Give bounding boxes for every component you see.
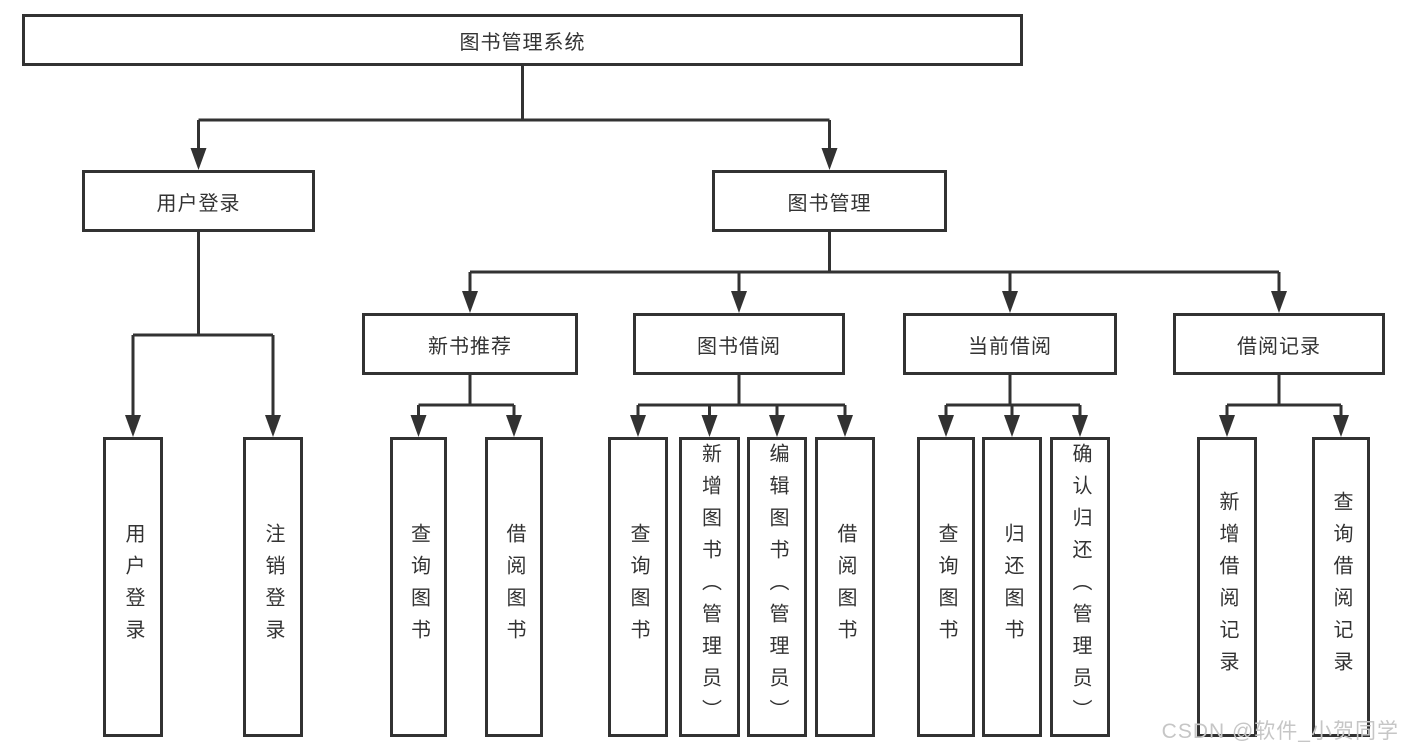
leaf-borrow-books-recommend: 借阅图书 — [485, 437, 543, 737]
node-user-login: 用户登录 — [82, 170, 315, 232]
node-label: 新增图书（管理员） — [698, 443, 721, 731]
leaf-user-login: 用户登录 — [103, 437, 163, 737]
node-current-borrow: 当前借阅 — [903, 313, 1117, 375]
watermark: CSDN @软件_小贺同学 — [1161, 720, 1399, 743]
arrowheads — [125, 148, 1349, 437]
node-label: 新增借阅记录 — [1216, 491, 1238, 683]
leaf-query-books-borrow: 查询图书 — [608, 437, 668, 737]
leaf-query-borrow-record: 查询借阅记录 — [1312, 437, 1370, 737]
node-label: 借阅记录 — [1237, 335, 1321, 358]
node-label: 借阅图书 — [834, 523, 856, 651]
node-label: 查询借阅记录 — [1330, 491, 1352, 683]
leaf-edit-books-admin: 编辑图书（管理员） — [747, 437, 807, 737]
node-label: 查询图书 — [935, 523, 957, 651]
node-label: 用户登录 — [156, 192, 241, 215]
node-label: 确认归还（管理员） — [1069, 443, 1091, 731]
node-label: 当前借阅 — [968, 335, 1052, 358]
leaf-borrow-books: 借阅图书 — [815, 437, 875, 737]
node-new-book-recommend: 新书推荐 — [362, 313, 578, 375]
node-label: 编辑图书（管理员） — [766, 443, 788, 731]
leaf-return-books: 归还图书 — [982, 437, 1042, 737]
leaf-confirm-return-admin: 确认归还（管理员） — [1050, 437, 1110, 737]
leaf-add-borrow-record: 新增借阅记录 — [1197, 437, 1257, 737]
leaf-logout: 注销登录 — [243, 437, 303, 737]
node-label: 图书管理 — [787, 192, 872, 215]
node-label: 用户登录 — [122, 523, 144, 651]
node-label: 查询图书 — [407, 523, 430, 651]
node-label: 查询图书 — [627, 523, 649, 651]
node-label: 图书管理系统 — [459, 31, 586, 54]
node-book-management: 图书管理 — [712, 170, 947, 232]
node-label: 归还图书 — [1001, 523, 1023, 651]
node-borrow-records: 借阅记录 — [1173, 313, 1385, 375]
leaf-query-books-recommend: 查询图书 — [390, 437, 447, 737]
node-book-borrow: 图书借阅 — [633, 313, 845, 375]
node-label: 注销登录 — [262, 523, 284, 651]
node-label: 借阅图书 — [503, 523, 525, 651]
leaf-add-books-admin: 新增图书（管理员） — [679, 437, 740, 737]
node-label: 新书推荐 — [428, 335, 512, 358]
node-label: 图书借阅 — [697, 335, 781, 358]
leaf-query-books-current: 查询图书 — [917, 437, 975, 737]
node-library-management-system: 图书管理系统 — [22, 14, 1023, 66]
